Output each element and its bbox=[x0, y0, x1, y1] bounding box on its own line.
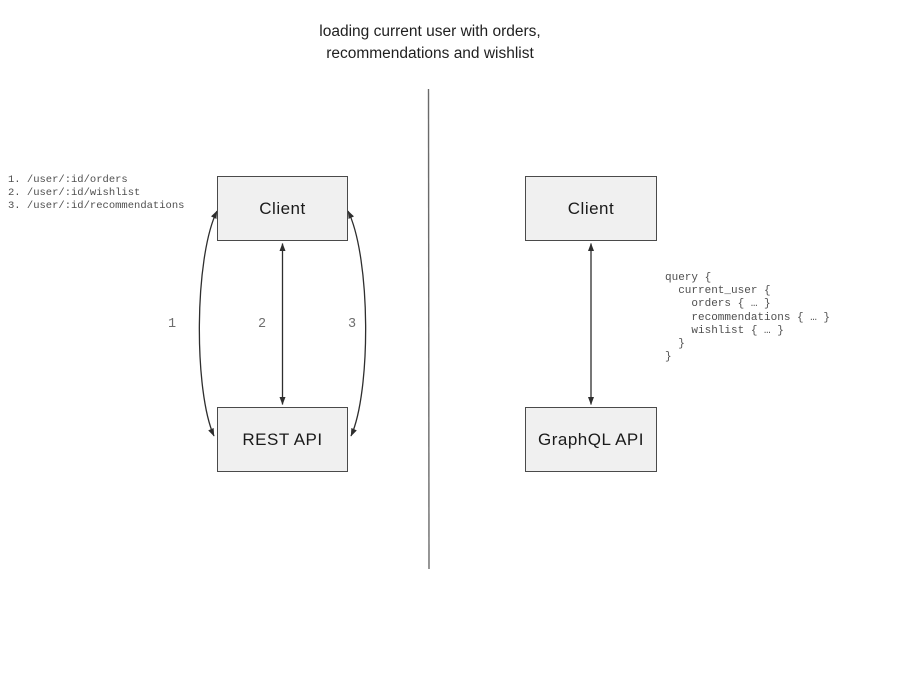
graphql-api-label: GraphQL API bbox=[538, 429, 644, 449]
rest-client-node: Client bbox=[217, 176, 348, 241]
graphql-client-node: Client bbox=[525, 176, 657, 241]
rest-arrow-1-label: 1 bbox=[168, 317, 177, 332]
graphql-client-label: Client bbox=[567, 198, 615, 218]
rest-client-label: Client bbox=[259, 198, 306, 218]
divider-line bbox=[427, 88, 430, 570]
rest-arrow-3-curve bbox=[347, 210, 367, 437]
graphql-query-snippet: query { current_user { orders { … } reco… bbox=[665, 272, 831, 364]
rest-api-label: REST API bbox=[242, 429, 323, 449]
diagram-title-line1: loading current user with orders, bbox=[319, 23, 541, 40]
rest-arrow-2-label: 2 bbox=[258, 317, 267, 332]
graphql-api-node: GraphQL API bbox=[525, 407, 657, 472]
diagram-title: loading current user with orders, recomm… bbox=[0, 21, 860, 65]
diagram-title-line2: recommendations and wishlist bbox=[326, 45, 534, 62]
rest-endpoint-list: 1. /user/:id/orders 2. /user/:id/wishlis… bbox=[8, 174, 185, 212]
rest-arrow-1-curve bbox=[198, 210, 218, 437]
rest-api-node: REST API bbox=[217, 407, 348, 472]
rest-arrow-3-label: 3 bbox=[348, 317, 357, 332]
